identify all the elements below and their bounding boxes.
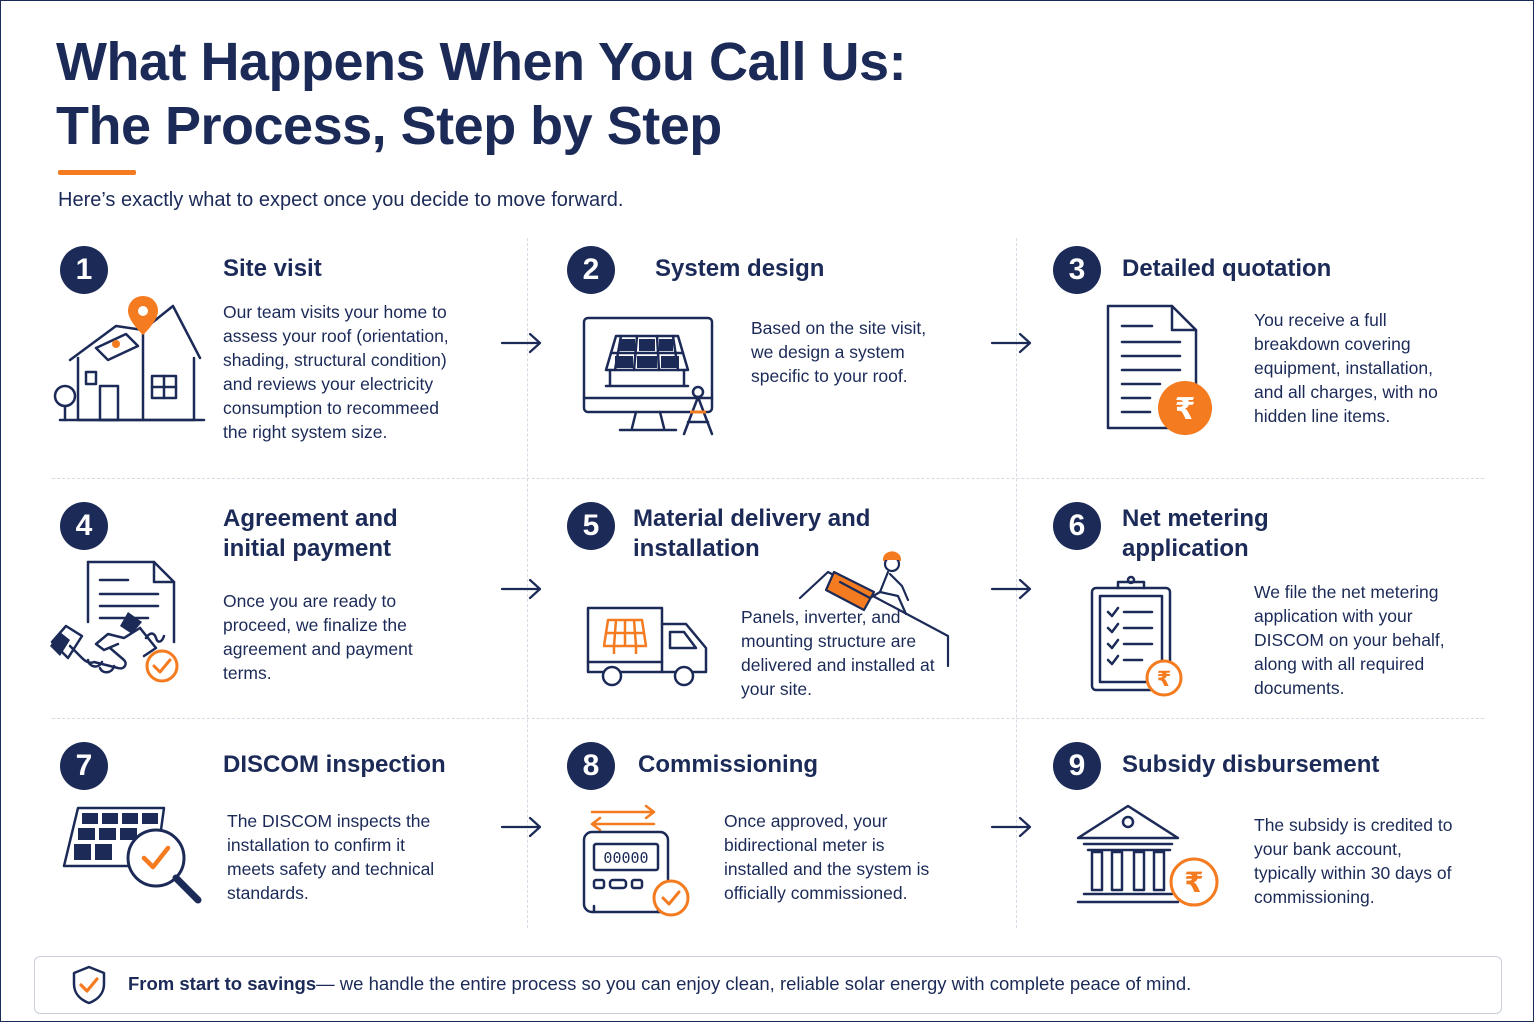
step-description: Based on the site visit, we design a sys… xyxy=(751,318,927,386)
rupee-symbol: ₹ xyxy=(1184,866,1203,899)
monitor-solar-design-icon xyxy=(582,316,714,436)
solar-panel-magnifier-icon xyxy=(62,806,202,904)
step-number-badge: 8 xyxy=(567,742,615,790)
title-line-1: What Happens When You Call Us: xyxy=(56,32,907,92)
step-title: Site visit xyxy=(223,255,322,282)
delivery-truck-icon xyxy=(586,606,708,687)
meter-reading: 00000 xyxy=(603,849,648,867)
rupee-symbol: ₹ xyxy=(1157,667,1172,691)
right-arrow-icon xyxy=(500,332,542,354)
house-location-icon xyxy=(53,296,206,422)
right-arrow-icon xyxy=(500,578,542,600)
right-arrow-icon xyxy=(990,332,1032,354)
step-description: The subsidy is credited to your bank acc… xyxy=(1254,815,1453,907)
right-arrow-icon xyxy=(500,816,542,838)
page-title: What Happens When You Call Us: The Proce… xyxy=(56,30,907,158)
bank-rupee-icon: ₹ xyxy=(1076,804,1219,907)
rupee-symbol: ₹ xyxy=(1175,392,1196,427)
step-number-badge: 1 xyxy=(60,246,108,294)
document-rupee-icon: ₹ xyxy=(1106,304,1212,435)
footer-bold: From start to savings xyxy=(128,973,317,994)
step-description: We file the net metering application wit… xyxy=(1254,582,1445,698)
handshake-document-icon xyxy=(50,560,179,683)
clipboard-checklist-icon: ₹ xyxy=(1090,575,1183,697)
step-number-badge: 6 xyxy=(1053,502,1101,550)
footer-text: — we handle the entire process so you ca… xyxy=(316,973,1192,994)
row-divider xyxy=(52,718,1484,719)
column-divider xyxy=(527,238,528,928)
step-number-badge: 7 xyxy=(60,742,108,790)
bidirectional-meter-icon: 00000 xyxy=(582,804,690,917)
step-title: Detailed quotation xyxy=(1122,255,1332,282)
step-title: Material delivery and installation xyxy=(633,505,871,562)
right-arrow-icon xyxy=(990,578,1032,600)
step-title: Subsidy disbursement xyxy=(1122,751,1380,778)
title-line-2: The Process, Step by Step xyxy=(56,96,722,156)
step-number-badge: 2 xyxy=(567,246,615,294)
step-title: Agreement and initial payment xyxy=(223,505,398,562)
step-title: System design xyxy=(655,255,825,282)
title-underline xyxy=(58,170,136,175)
step-description: Once approved, your bidirectional meter … xyxy=(724,811,930,903)
step-description: Panels, inverter, and mounting structure… xyxy=(741,607,935,699)
step-number-badge: 5 xyxy=(567,502,615,550)
step-number-badge: 3 xyxy=(1053,246,1101,294)
footer-banner xyxy=(34,956,1502,1014)
footer-message: From start to savings— we handle the ent… xyxy=(128,973,1191,995)
step-title: DISCOM inspection xyxy=(223,751,446,778)
row-divider xyxy=(52,478,1484,479)
shield-check-icon xyxy=(72,965,106,1005)
step-description: Our team visits your home to assess your… xyxy=(223,302,449,442)
step-description: You receive a full breakdown covering eq… xyxy=(1254,310,1438,426)
step-description: The DISCOM inspects the installation to … xyxy=(227,811,435,903)
step-title: Commissioning xyxy=(638,751,819,778)
page-subtitle: Here’s exactly what to expect once you d… xyxy=(58,189,624,211)
step-number-badge: 9 xyxy=(1053,742,1101,790)
right-arrow-icon xyxy=(990,816,1032,838)
step-number-badge: 4 xyxy=(60,502,108,550)
step-description: Once you are ready to proceed, we finali… xyxy=(223,591,413,683)
step-title: Net metering application xyxy=(1122,505,1269,562)
rooftop-installer-icon xyxy=(798,551,950,668)
column-divider xyxy=(1016,238,1017,928)
